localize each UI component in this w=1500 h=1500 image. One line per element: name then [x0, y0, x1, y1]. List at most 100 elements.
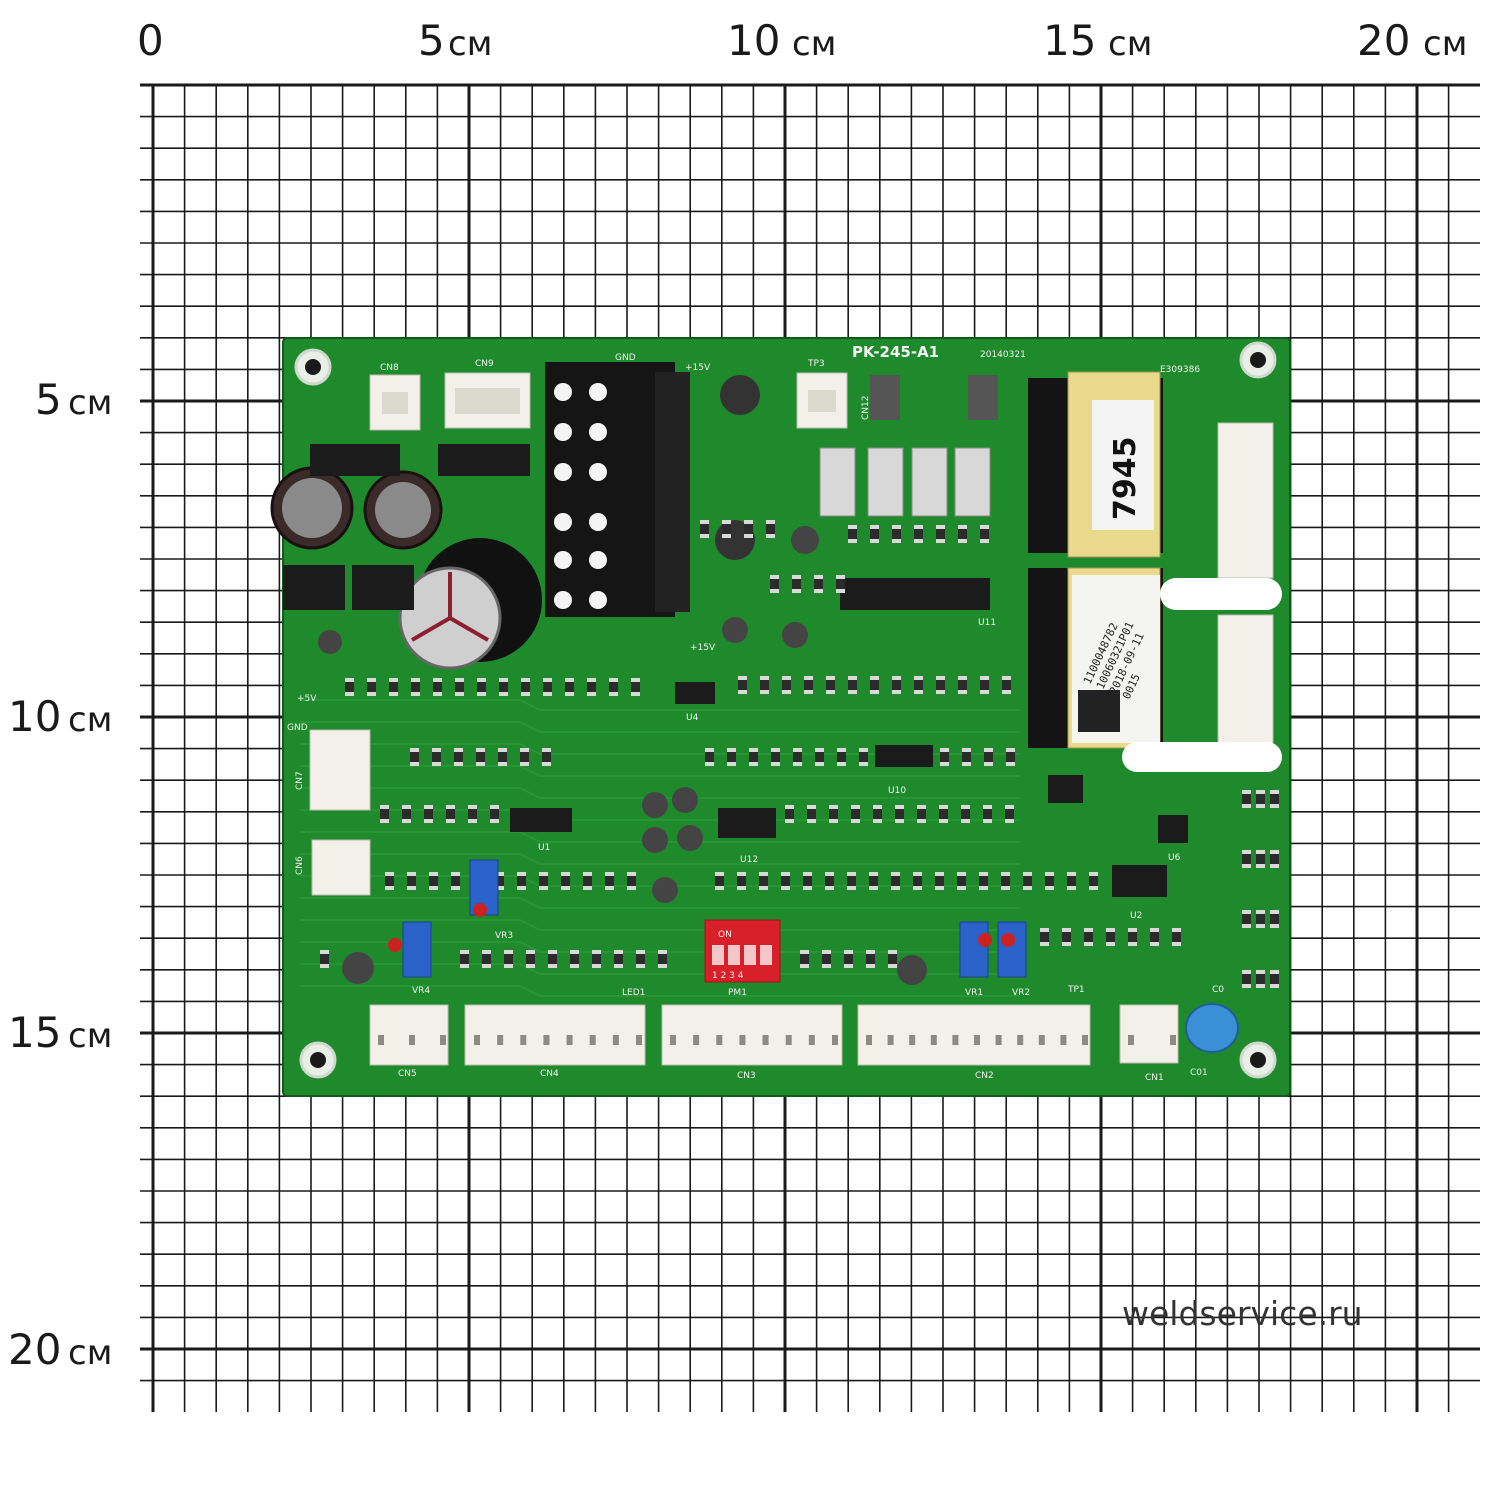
- smd-pad: [961, 805, 970, 809]
- smd-pad: [631, 692, 640, 696]
- smd-pad: [1150, 942, 1159, 946]
- connector-housing: [661, 1004, 843, 1066]
- smd-resistor: [482, 950, 491, 968]
- smd-pad: [454, 762, 463, 766]
- smd-pad: [1256, 864, 1265, 868]
- smd-pad: [499, 692, 508, 696]
- capacitor-film: [968, 375, 998, 420]
- smd-pad: [814, 575, 823, 579]
- smd-pad: [760, 690, 769, 694]
- left-ruler: 5 см 10 см 15 см 20 см: [8, 375, 112, 1374]
- top-ruler-unit-20: см: [1423, 24, 1467, 64]
- pcb-board: PK-245-A1 20140321 E309386 CN8 CN9 TP3 G…: [270, 337, 1291, 1097]
- smd-pad: [869, 872, 878, 876]
- connector-pin: [887, 1035, 894, 1045]
- connector-pin: [1128, 1035, 1134, 1045]
- smd-resistor: [605, 872, 614, 890]
- smd-pad: [722, 534, 731, 538]
- dip-switch-pm1: ON 1 2 3 4 PM1: [704, 919, 781, 998]
- smd-resistor: [829, 805, 838, 823]
- smd-pad: [914, 690, 923, 694]
- smd-resistor: [866, 950, 875, 968]
- smd-pad: [432, 748, 441, 752]
- smd-pad: [605, 872, 614, 876]
- connector-pin: [1017, 1035, 1024, 1045]
- smd-pad: [407, 872, 416, 876]
- smd-pad: [1270, 804, 1279, 808]
- smd-pad: [744, 520, 753, 524]
- smd-pad: [715, 872, 724, 876]
- smd-resistor: [543, 678, 552, 696]
- smd-resistor: [892, 525, 901, 543]
- smd-pad: [460, 950, 469, 954]
- relay-contact: [589, 383, 607, 401]
- smd-pad: [804, 690, 813, 694]
- smd-pad: [936, 690, 945, 694]
- smd-resistor: [1256, 910, 1265, 928]
- smd-pad: [851, 819, 860, 823]
- smd-resistor: [936, 676, 945, 694]
- smd-pad: [792, 575, 801, 579]
- smd-pad: [957, 872, 966, 876]
- smd-pad: [495, 886, 504, 890]
- smd-pad: [526, 964, 535, 968]
- smd-pad: [517, 872, 526, 876]
- ic-label-u2: U2: [1130, 911, 1142, 921]
- trimmer-knob: [1001, 933, 1015, 947]
- smd-pad: [1040, 928, 1049, 932]
- smd-pad: [766, 520, 775, 524]
- ic-label-u12: U12: [740, 855, 758, 865]
- smd-pad: [380, 805, 389, 809]
- smd-resistor: [980, 525, 989, 543]
- smd-pad: [859, 748, 868, 752]
- smd-resistor: [980, 676, 989, 694]
- smd-resistor: [1106, 928, 1115, 946]
- smd-pad: [870, 539, 879, 543]
- smd-resistor: [705, 748, 714, 766]
- smd-resistor: [914, 525, 923, 543]
- smd-resistor: [583, 872, 592, 890]
- smd-pad: [800, 950, 809, 954]
- connector-socket: [455, 388, 520, 414]
- smd-pad: [722, 520, 731, 524]
- smd-resistor: [367, 678, 376, 696]
- smd-resistor: [1242, 790, 1251, 808]
- relay-contact: [554, 383, 572, 401]
- connector-pin: [995, 1035, 1002, 1045]
- dip-switch-label: PM1: [728, 988, 747, 998]
- smd-resistor: [1089, 872, 1098, 890]
- smd-pad: [345, 678, 354, 682]
- smd-resistor: [1062, 928, 1071, 946]
- smd-pad: [1270, 970, 1279, 974]
- smd-resistor: [548, 950, 557, 968]
- smd-pad: [825, 872, 834, 876]
- relay-contact: [589, 423, 607, 441]
- ceramic-capacitor-label-2: C01: [1190, 1068, 1208, 1078]
- transformers: 7945 1100048782 10060321P01 2018-09-11 0…: [1028, 371, 1163, 749]
- smd-pad: [320, 964, 329, 968]
- connector-pin: [670, 1035, 676, 1045]
- smd-resistor: [939, 805, 948, 823]
- smd-pad: [380, 819, 389, 823]
- smd-resistor: [848, 525, 857, 543]
- top-ruler: 0 5 см 10 см 15 см 20 см: [137, 16, 1467, 65]
- smd-pad: [539, 886, 548, 890]
- smd-pad: [520, 762, 529, 766]
- relay-contacts: [554, 383, 607, 609]
- smd-pad: [636, 950, 645, 954]
- smd-pad: [402, 805, 411, 809]
- smd-pad: [1270, 984, 1279, 988]
- smd-pad: [1045, 886, 1054, 890]
- plus5v-label: +5V: [297, 694, 317, 704]
- smd-pad: [870, 690, 879, 694]
- smd-pad: [1005, 819, 1014, 823]
- smd-resistor: [1256, 850, 1265, 868]
- smd-pad: [1172, 942, 1181, 946]
- smd-resistor: [1001, 872, 1010, 890]
- smd-pad: [891, 886, 900, 890]
- smd-resistor: [851, 805, 860, 823]
- smd-pad: [914, 676, 923, 680]
- smd-resistor: [468, 805, 477, 823]
- connector-label: CN1: [1145, 1073, 1164, 1083]
- connector-cn1: CN1: [1119, 1004, 1179, 1083]
